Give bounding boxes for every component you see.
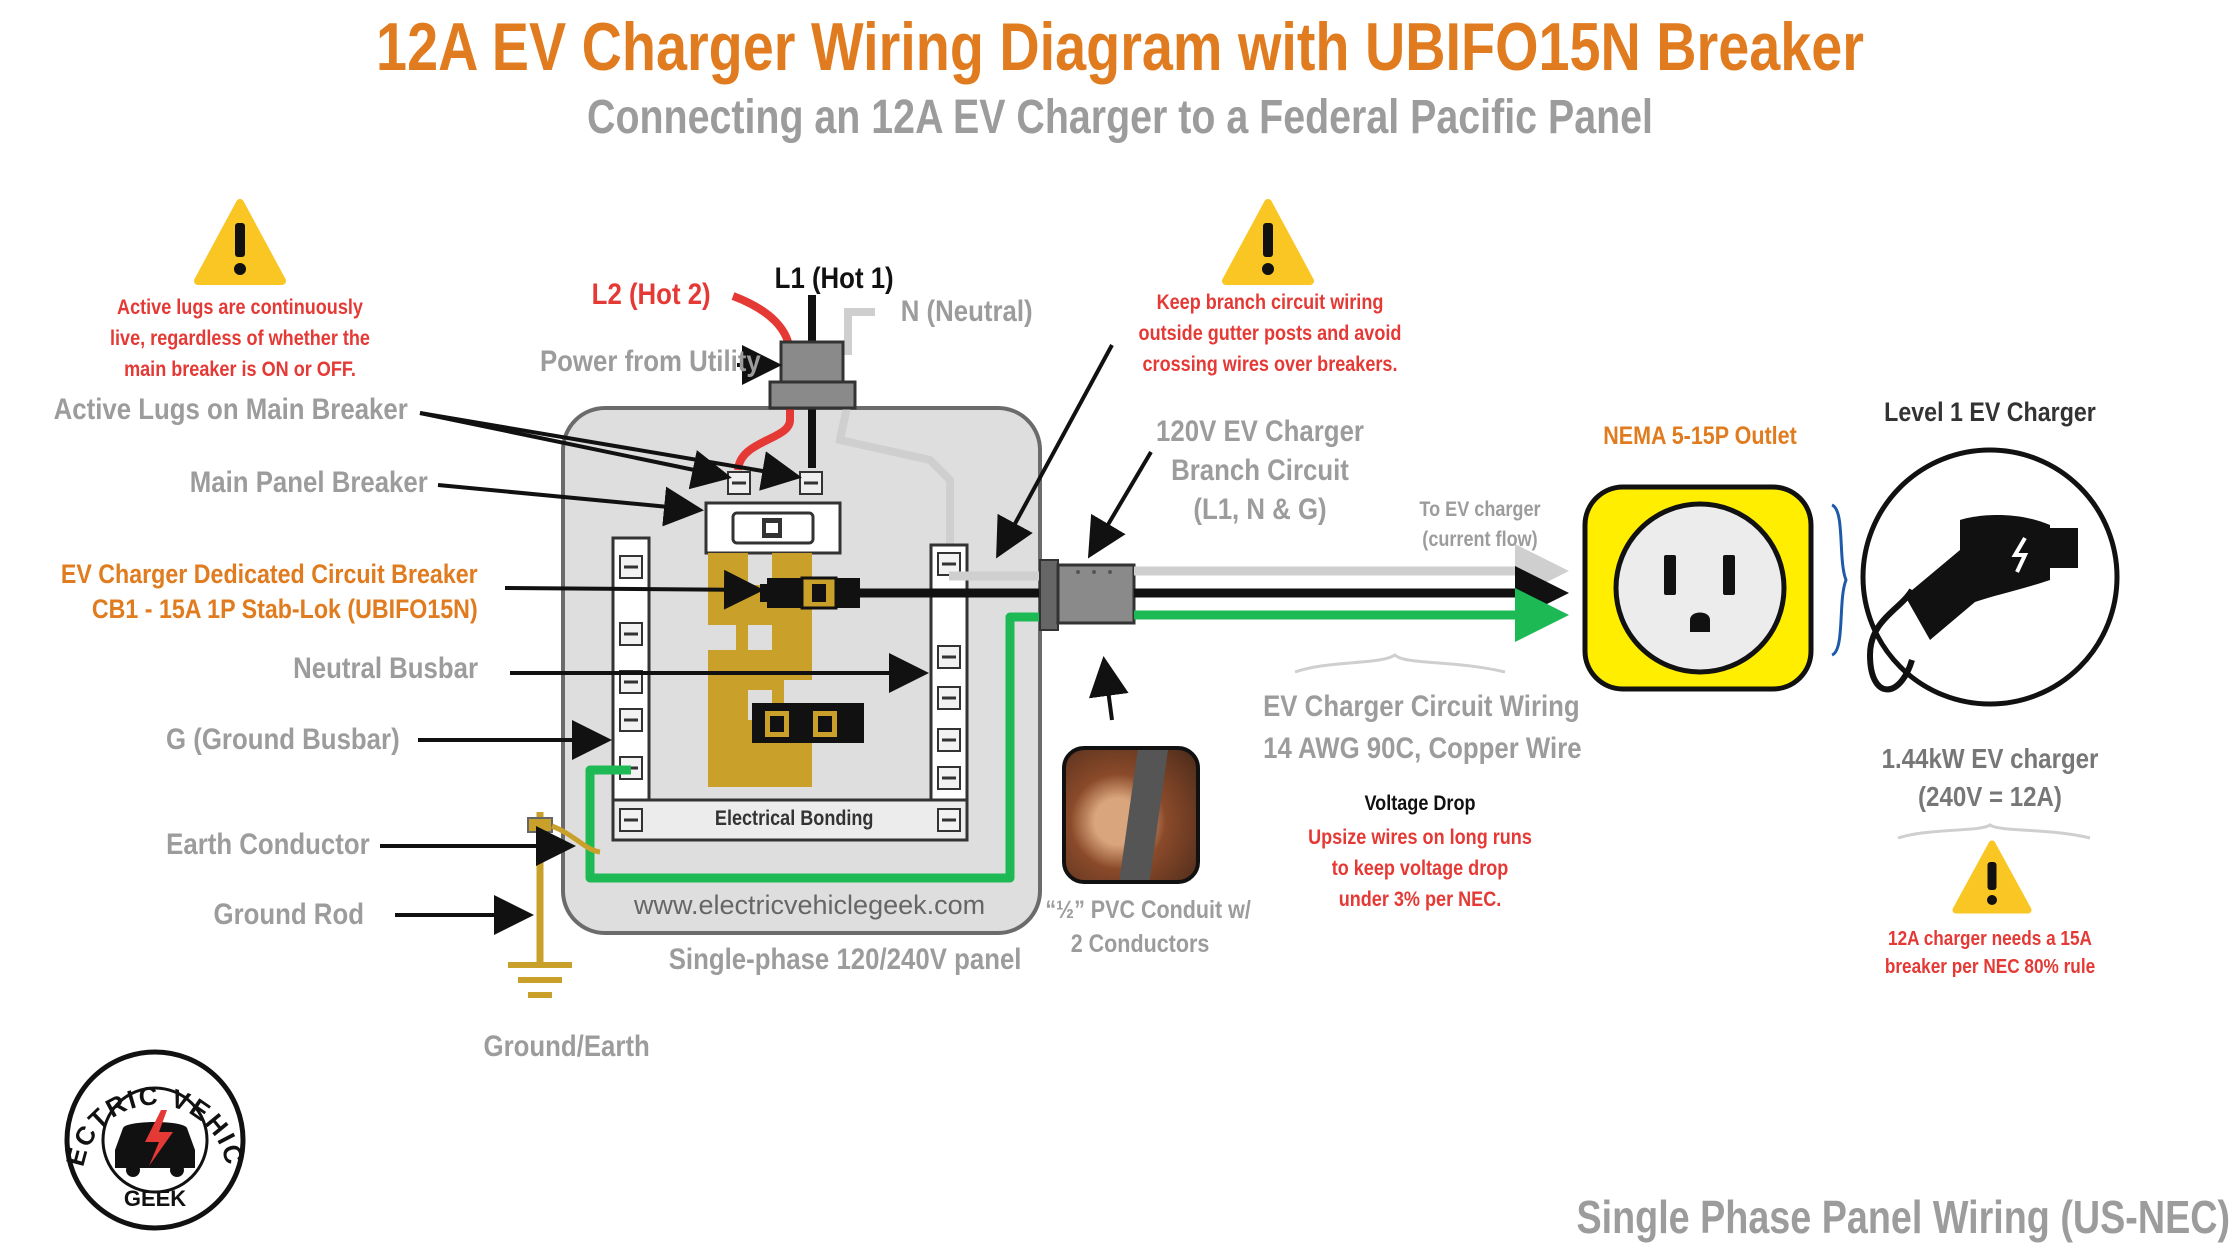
charger-title-label: Level 1 EV Charger <box>1884 397 2096 427</box>
ground-earth-label: Ground/Earth <box>483 1030 650 1063</box>
bracket-charger <box>1897 823 2091 840</box>
outlet-icon <box>1582 484 1814 692</box>
website-label: www.electricvehiclegeek.com <box>634 890 986 920</box>
brand-logo: ELECTRIC VEHICLE GEEK <box>60 1049 248 1231</box>
neutral-label: N (Neutral) <box>900 295 1033 328</box>
ev-plug-icon <box>1860 447 2120 707</box>
panel-type-label: Single-phase 120/240V panel <box>668 943 1022 976</box>
branch-circuit-label: 120V EV Charger Branch Circuit (L1, N & … <box>1156 415 1364 526</box>
ev-breaker-label: EV Charger Dedicated Circuit Breaker CB1… <box>61 559 479 624</box>
footer-label: Single Phase Panel Wiring (US-NEC) <box>1576 1191 2230 1243</box>
active-lugs-warning: Active lugs are continuously live, regar… <box>110 296 370 381</box>
conduit-label: “½” PVC Conduit w/ 2 Conductors <box>1045 896 1251 958</box>
page-subtitle: Connecting an 12A EV Charger to a Federa… <box>587 91 1653 144</box>
l1-label: L1 (Hot 1) <box>774 262 894 295</box>
power-from-utility-label: Power from Utility <box>539 345 761 378</box>
bracket-outlet <box>1831 503 1848 657</box>
warning-icon <box>1952 840 2032 914</box>
logo-car-icon <box>115 1110 195 1177</box>
warning-icon <box>194 199 286 285</box>
ground-rod-label: Ground Rod <box>213 898 364 931</box>
outlet-label: NEMA 5-15P Outlet <box>1603 422 1797 450</box>
ground-busbar-label: G (Ground Busbar) <box>166 723 400 756</box>
l2-label: L2 (Hot 2) <box>591 278 711 311</box>
charger-warning: 12A charger needs a 15A breaker per NEC … <box>1884 928 2096 978</box>
busbar-screws <box>619 552 961 832</box>
active-lugs-label: Active Lugs on Main Breaker <box>53 393 408 426</box>
main-panel-breaker-label: Main Panel Breaker <box>189 466 428 499</box>
electrical-bonding-label: Electrical Bonding <box>714 807 874 830</box>
utility-connector <box>779 340 845 384</box>
pvc-conduit <box>1039 559 1059 631</box>
voltage-drop-body: Upsize wires on long runs to keep voltag… <box>1308 826 1532 911</box>
earth-conductor-label: Earth Conductor <box>166 828 370 861</box>
warning-icon <box>1222 199 1314 285</box>
page-title: 12A EV Charger Wiring Diagram with UBIFO… <box>376 9 1864 85</box>
logo-bottom-text: GEEK <box>124 1186 186 1211</box>
neutral-busbar-label: Neutral Busbar <box>293 652 478 685</box>
to-ev-charger-label: To EV charger (current flow) <box>1419 498 1541 551</box>
charger-power-label: 1.44kW EV charger (240V = 12A) <box>1881 743 2099 812</box>
circuit-wiring-label: EV Charger Circuit Wiring 14 AWG 90C, Co… <box>1263 690 1582 765</box>
bracket-circuit <box>1294 653 1506 674</box>
voltage-drop-title: Voltage Drop <box>1364 792 1476 815</box>
gutter-warning: Keep branch circuit wiring outside gutte… <box>1138 291 1402 376</box>
electrical-bonding-bar <box>611 798 969 842</box>
conduit-photo <box>1062 746 1200 884</box>
neutral-busbar <box>929 543 969 802</box>
